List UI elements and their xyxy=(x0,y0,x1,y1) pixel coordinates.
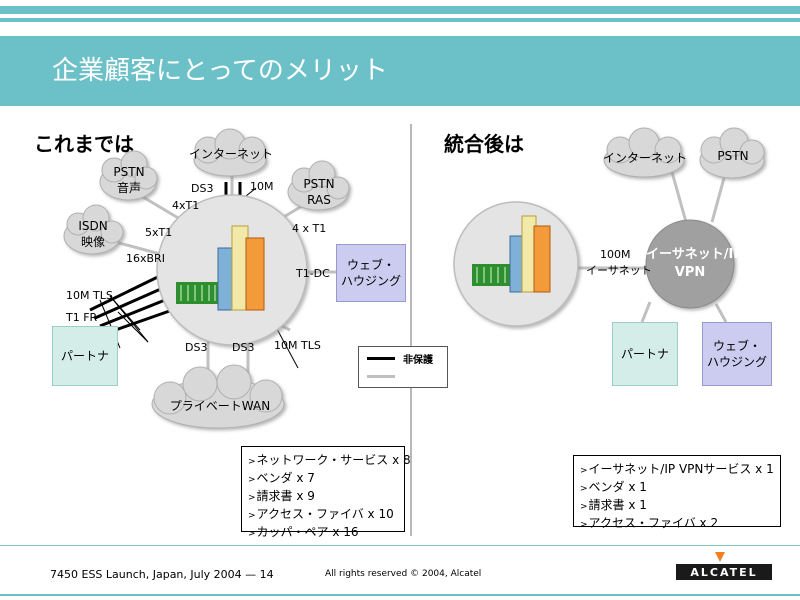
link-label-10m-tls-bottom: 10M TLS xyxy=(274,339,321,352)
left-tls-lines xyxy=(99,187,257,349)
cloud-label-private-wan: プライベートWAN xyxy=(169,399,271,413)
cloud-label-pstn-ras-1: PSTN xyxy=(303,177,335,191)
list-item: >ベンダ x 7 xyxy=(248,471,315,485)
web-housing-box-right: ウェブ・ ハウジング xyxy=(702,322,772,386)
link-label-100m: 100M xyxy=(600,248,631,261)
web-housing-label-right-1: ウェブ・ xyxy=(712,339,761,353)
link-label-ds3-bottom-right: DS3 xyxy=(232,341,255,354)
right-heading: 統合後は xyxy=(444,132,524,156)
cloud-label-pstn-right: PSTN xyxy=(717,149,749,163)
cloud-label-isdn-2: 映像 xyxy=(80,235,105,249)
legend-thick-line xyxy=(367,357,395,360)
footer-slide-info: 7450 ESS Launch, Japan, July 2004 — 14 xyxy=(50,568,274,581)
slide-title: 企業顧客にとってのメリット xyxy=(52,56,388,86)
link-label-t1dc: T1-DC xyxy=(296,267,330,280)
cloud-internet-left xyxy=(193,128,267,177)
list-item: >ベンダ x 1 xyxy=(580,480,647,494)
list-item: >請求書 x 9 xyxy=(248,489,315,503)
web-housing-label-right-2: ハウジング xyxy=(706,355,767,369)
link-label-ds3-top: DS3 xyxy=(191,182,214,195)
partner-label-right: パートナ xyxy=(620,347,669,361)
right-buildings xyxy=(472,215,551,293)
list-item: >請求書 x 1 xyxy=(580,498,647,512)
link-label-4xt1-left: 4xT1 xyxy=(172,199,200,212)
left-buildings xyxy=(176,225,265,311)
cloud-pstn-voice xyxy=(99,150,158,201)
list-item: >アクセス・ファイバ x 10 xyxy=(248,507,394,521)
web-housing-label-left-1: ウェブ・ xyxy=(346,258,395,272)
partner-box-left: パートナ xyxy=(52,326,118,386)
link-label-16xbri: 16xBRI xyxy=(126,252,165,265)
left-clouds xyxy=(63,128,350,429)
header-stripe xyxy=(0,6,800,14)
cloud-label-pstn-voice-1: PSTN xyxy=(113,165,145,179)
cloud-label-pstn-ras-2: RAS xyxy=(307,193,331,207)
web-housing-box-left: ウェブ・ ハウジング xyxy=(336,244,406,302)
list-item: >アクセス・ファイバ x 2 xyxy=(580,516,719,530)
alcatel-logo: ALCATEL xyxy=(676,564,772,580)
partner-label-left: パートナ xyxy=(60,349,109,363)
vpn-circle xyxy=(645,219,735,309)
cloud-label-internet-right: インターネット xyxy=(602,151,687,165)
header-stripe-thin xyxy=(0,18,800,22)
link-label-ds3-bottom-left: DS3 xyxy=(185,341,208,354)
after-summary-list: >イーサネット/IP VPNサービス x 1 >ベンダ x 1 >請求書 x 1… xyxy=(573,455,781,530)
link-label-10m-tls-left: 10M TLS xyxy=(66,289,113,302)
link-label-ethernet: イーサネット xyxy=(586,264,652,277)
list-item: >イーサネット/IP VPNサービス x 1 xyxy=(580,462,774,476)
vpn-label-2: VPN xyxy=(674,265,706,280)
cloud-label-pstn-voice-2: 音声 xyxy=(116,181,141,195)
legend-thin-line xyxy=(367,375,395,378)
cloud-pstn-ras xyxy=(287,160,350,211)
footer-stripe xyxy=(0,594,800,596)
right-clouds xyxy=(603,127,765,179)
before-summary-list: >ネットワーク・サービス x 8 >ベンダ x 7 >請求書 x 9 >アクセス… xyxy=(241,446,411,539)
footer-copyright: All rights reserved © 2004, Alcatel xyxy=(325,569,482,579)
alcatel-logo-mark-icon xyxy=(715,552,725,562)
link-label-t1-fr: T1 FR xyxy=(66,311,98,324)
title-bar xyxy=(0,36,800,106)
link-label-4xt1-right: 4 x T1 xyxy=(292,222,327,235)
cloud-private-wan xyxy=(151,364,285,429)
cloud-label-isdn-1: ISDN xyxy=(78,219,108,233)
link-label-10m-top: 10M xyxy=(250,180,274,193)
left-heading: これまでは xyxy=(34,132,134,156)
right-links xyxy=(578,171,728,323)
cloud-pstn-right xyxy=(699,127,765,179)
column-divider xyxy=(410,124,412,536)
legend-unprotected-label: 非保護 xyxy=(403,355,433,366)
partner-box-right: パートナ xyxy=(612,322,678,386)
cloud-label-internet-left: インターネット xyxy=(188,147,273,161)
list-item: >カッパ・ペア x 16 xyxy=(248,525,359,539)
cloud-isdn xyxy=(63,204,124,255)
cloud-internet-right xyxy=(603,127,685,178)
legend-box: 非保護 xyxy=(358,346,448,388)
web-housing-label-left-2: ハウジング xyxy=(340,274,401,288)
list-item: >ネットワーク・サービス x 8 xyxy=(248,453,411,467)
link-label-5xt1: 5xT1 xyxy=(145,226,173,239)
footer-divider xyxy=(0,545,800,546)
vpn-label-1: イーサネット/IP xyxy=(646,247,743,262)
